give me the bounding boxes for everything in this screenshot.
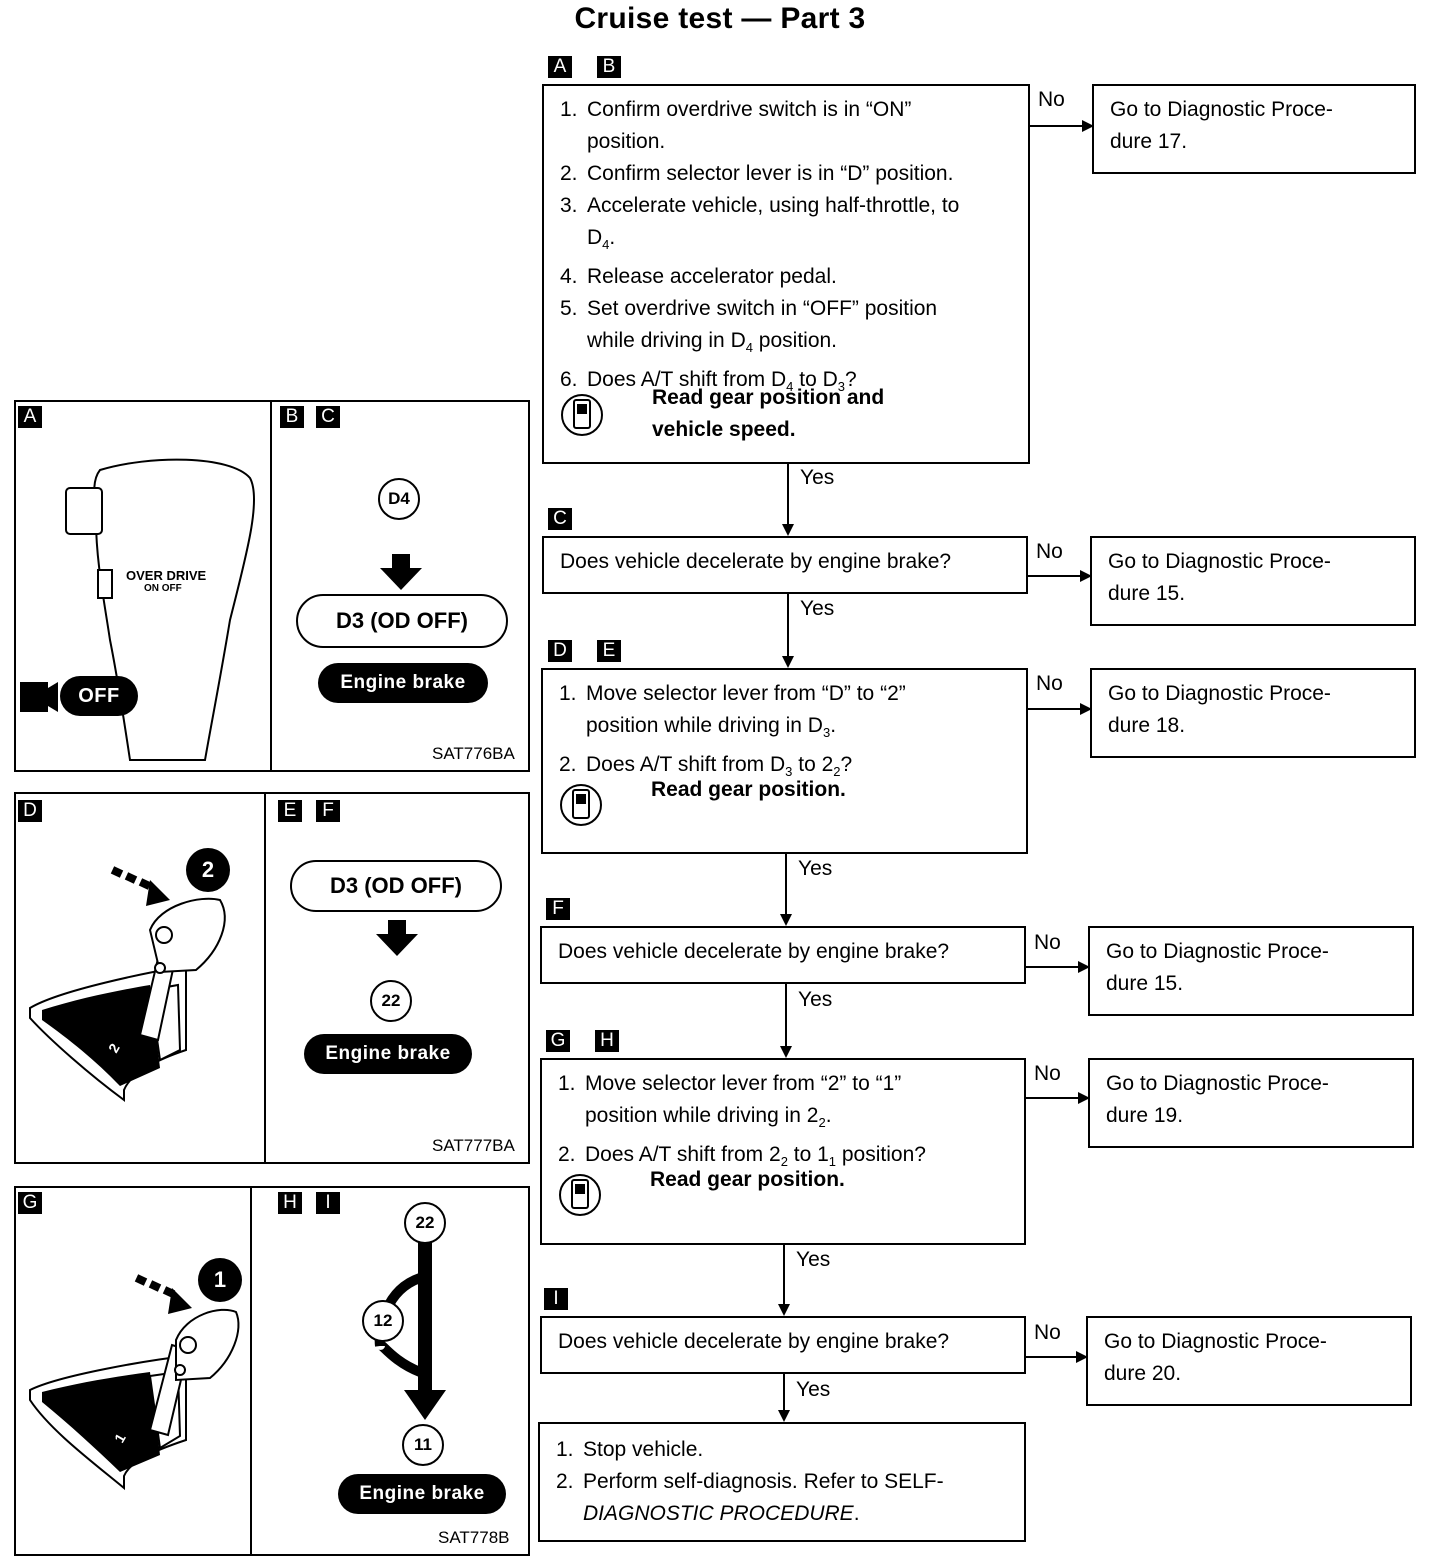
yes-label: Yes — [800, 597, 835, 620]
engine-brake-label: Engine brake — [304, 1034, 472, 1074]
selector-lever-illustration — [29, 1242, 446, 1491]
consult-icon — [560, 784, 602, 826]
final-item-2: 2.Perform self-diagnosis. Refer to SELF-… — [556, 1470, 944, 1525]
step-3-item-1: 1.Move selector lever from “D” to “2”pos… — [559, 682, 906, 741]
selector-lever-illustration — [29, 866, 226, 1102]
step-1-item-5: 5.Set overdrive switch in “OFF” position… — [560, 297, 938, 356]
gear-1-badge: 1 — [198, 1258, 242, 1302]
off-label: OFF — [60, 676, 138, 716]
step-1-note-2: vehicle speed. — [652, 418, 796, 441]
label-i: I — [316, 1192, 340, 1214]
down-arrow-icon — [376, 920, 418, 956]
figure-code: SAT776BA — [432, 744, 515, 763]
step-5-box: 1.Move selector lever from “2” to “1”pos… — [540, 1058, 1026, 1245]
label-b: B — [597, 56, 621, 78]
yes-label: Yes — [798, 988, 833, 1011]
figure-code: SAT778B — [438, 1528, 510, 1547]
g22-circle: 22 — [370, 980, 412, 1022]
result-box-17: Go to Diagnostic Proce-dure 17. — [1092, 84, 1416, 174]
final-box: 1.Stop vehicle. 2.Perform self-diagnosis… — [538, 1422, 1026, 1542]
no-label: No — [1034, 931, 1061, 954]
label-c: C — [316, 406, 340, 428]
step-4-box: Does vehicle decelerate by engine brake? — [540, 926, 1026, 984]
d4-circle: D4 — [378, 478, 420, 520]
label-h: H — [595, 1030, 619, 1052]
g11-circle: 11 — [402, 1424, 444, 1466]
yes-label: Yes — [798, 857, 833, 880]
step-3-note: Read gear position. — [651, 778, 846, 801]
step-1-item-3: 3.Accelerate vehicle, using half-throttl… — [560, 194, 960, 253]
no-label: No — [1038, 88, 1065, 111]
label-f: F — [316, 800, 340, 822]
consult-icon — [561, 394, 603, 436]
step-3-item-2: 2.Does A/T shift from D3 to 22? — [559, 753, 853, 780]
step-3-box: 1.Move selector lever from “D” to “2”pos… — [541, 668, 1028, 854]
label-g: G — [546, 1030, 570, 1052]
consult-icon — [559, 1174, 601, 1216]
label-c: C — [548, 508, 572, 530]
step-5-item-1: 1.Move selector lever from “2” to “1”pos… — [558, 1072, 902, 1131]
no-label: No — [1034, 1321, 1061, 1344]
no-label: No — [1036, 540, 1063, 563]
step-1-item-4: 4.Release accelerator pedal. — [560, 265, 837, 289]
label-g: G — [18, 1192, 42, 1214]
label-f: F — [546, 898, 570, 920]
final-item-1: 1.Stop vehicle. — [556, 1438, 704, 1461]
result-box-15a: Go to Diagnostic Proce-dure 15. — [1090, 536, 1416, 626]
label-e: E — [278, 800, 302, 822]
knob-text-1: OVER DRIVE — [126, 568, 207, 583]
label-a: A — [548, 56, 572, 78]
label-d: D — [18, 800, 42, 822]
page-title: Cruise test — Part 3 — [574, 2, 866, 35]
engine-brake-label: Engine brake — [338, 1474, 506, 1514]
knob-text-2: ON OFF — [144, 583, 182, 594]
yes-label: Yes — [800, 466, 835, 489]
d3-od-off-pill: D3 (OD OFF) — [296, 594, 508, 648]
d3-od-off-pill: D3 (OD OFF) — [290, 860, 502, 912]
label-d: D — [548, 640, 572, 662]
step-1-note-1: Read gear position and — [652, 386, 885, 409]
yes-label: Yes — [796, 1248, 831, 1271]
no-label: No — [1034, 1062, 1061, 1085]
g22-circle: 22 — [404, 1202, 446, 1244]
down-arrow-icon — [380, 554, 422, 590]
yes-label: Yes — [796, 1378, 831, 1401]
step-1-item-6: 6.Does A/T shift from D4 to D3? — [560, 368, 857, 395]
step-6-box: Does vehicle decelerate by engine brake? — [540, 1316, 1026, 1374]
label-e: E — [597, 640, 621, 662]
step-2-box: Does vehicle decelerate by engine brake? — [542, 536, 1028, 594]
label-a: A — [18, 406, 42, 428]
g12-circle: 12 — [362, 1300, 404, 1342]
label-h: H — [278, 1192, 302, 1214]
figure-code: SAT777BA — [432, 1136, 515, 1155]
result-box-19: Go to Diagnostic Proce-dure 19. — [1088, 1058, 1414, 1148]
illustration-panel-2 — [14, 792, 530, 1164]
engine-brake-label: Engine brake — [318, 663, 488, 703]
step-5-note: Read gear position. — [650, 1168, 845, 1191]
step-1-item-1: 1.Confirm overdrive switch is in “ON”pos… — [560, 98, 912, 153]
no-label: No — [1036, 672, 1063, 695]
label-i: I — [544, 1288, 568, 1310]
step-5-item-2: 2.Does A/T shift from 22 to 11 position? — [558, 1143, 926, 1170]
result-box-15b: Go to Diagnostic Proce-dure 15. — [1088, 926, 1414, 1016]
label-b: B — [280, 406, 304, 428]
result-box-18: Go to Diagnostic Proce-dure 18. — [1090, 668, 1416, 758]
step-1-item-2: 2.Confirm selector lever is in “D” posit… — [560, 162, 954, 185]
step-1-box: 1.Confirm overdrive switch is in “ON”pos… — [542, 84, 1030, 464]
result-box-20: Go to Diagnostic Proce-dure 20. — [1086, 1316, 1412, 1406]
gear-2-badge: 2 — [186, 848, 230, 892]
